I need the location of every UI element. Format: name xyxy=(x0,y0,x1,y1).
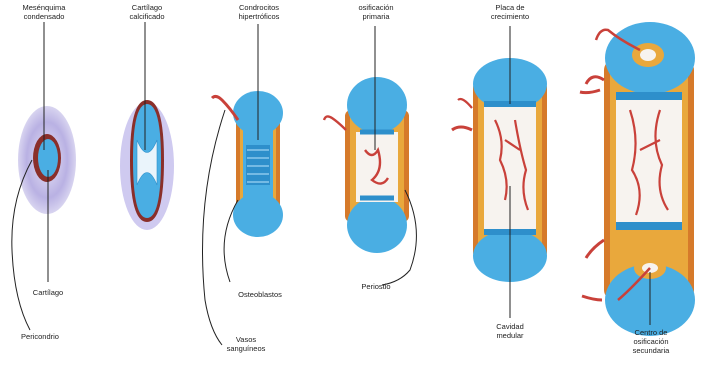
stage6-vessels xyxy=(580,77,604,300)
label-secondary-center: Centro de osificación secundaria xyxy=(614,328,688,355)
stage-1-mesenchyme xyxy=(18,106,76,214)
label-calcified-cartilage: Cartílago calcificado xyxy=(112,3,182,21)
label-periosteum: Periostio xyxy=(340,282,412,291)
label-perichondrium: Pericondrio xyxy=(4,332,76,341)
label-cartilage: Cartílago xyxy=(12,288,84,297)
label-hypertrophic-chondrocytes: Condrocitos hipertróficos xyxy=(222,3,296,21)
stage-5-growth-plate xyxy=(452,58,547,282)
stage-6-secondary-ossification xyxy=(580,22,695,336)
label-medullary-cavity: Cavidad medular xyxy=(474,322,546,340)
label-blood-vessels: Vasos sanguíneos xyxy=(210,335,282,353)
label-growth-plate: Placa de crecimiento xyxy=(474,3,546,21)
label-mesenchyme: Mesénquima condensado xyxy=(8,3,80,21)
stage-2-calcified xyxy=(120,100,174,230)
stage-3-hypertrophic xyxy=(212,91,283,237)
label-osteoblasts: Osteoblastos xyxy=(222,290,298,299)
label-primary-ossification: osificación primaria xyxy=(340,3,412,21)
stage-4-primary-ossification xyxy=(324,77,409,253)
leader-lines xyxy=(12,22,650,345)
